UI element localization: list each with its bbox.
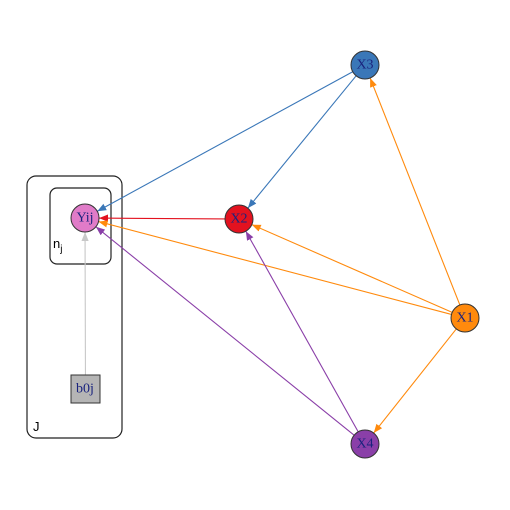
node-x1-circle: [450, 303, 480, 333]
node-b0j-square: [70, 374, 101, 404]
node-x4-label: X4: [356, 437, 373, 452]
edge-x1-to-yij: [98, 220, 452, 315]
node-b0j[interactable]: b0j: [70, 374, 101, 404]
node-x4-circle: [350, 429, 380, 459]
node-yij[interactable]: Yij: [70, 203, 100, 233]
node-yij-label: Yij: [76, 211, 93, 226]
node-x3[interactable]: X3: [350, 50, 380, 80]
edge-x1-to-x2: [251, 224, 453, 313]
edge-x2-to-yij: [98, 214, 226, 222]
edge-x4-to-yij: [95, 226, 355, 436]
node-yij-circle: [70, 203, 100, 233]
node-x3-circle: [350, 50, 380, 80]
node-x2-circle: [224, 204, 254, 234]
edge-x1-to-x3: [369, 77, 461, 306]
edge-x3-to-yij: [97, 71, 353, 212]
node-x2[interactable]: X2: [224, 204, 254, 234]
node-x1[interactable]: X1: [450, 303, 480, 333]
plate-outer-label: J: [33, 419, 40, 434]
plate-inner-label-main: n: [53, 236, 60, 251]
edge-x4-to-x2: [245, 230, 359, 433]
plate-inner-label-subscript: j: [59, 244, 62, 255]
node-x3-label: X3: [356, 58, 373, 73]
plate-outer: J: [26, 175, 123, 439]
plate-inner-frame: [49, 187, 112, 265]
node-b0j-label: b0j: [76, 382, 94, 397]
plate-inner-label: nj: [53, 236, 62, 255]
plate-outer-frame: [26, 175, 123, 439]
edges: [81, 71, 461, 436]
edge-x3-to-x2: [247, 75, 357, 209]
nodes: Yij X2 X3 X1 X4 b0j: [70, 50, 480, 459]
edge-x1-to-x4: [373, 328, 457, 434]
plate-inner: nj: [49, 187, 112, 265]
node-x2-label: X2: [230, 212, 247, 227]
node-x4[interactable]: X4: [350, 429, 380, 459]
node-x1-label: X1: [456, 311, 473, 326]
